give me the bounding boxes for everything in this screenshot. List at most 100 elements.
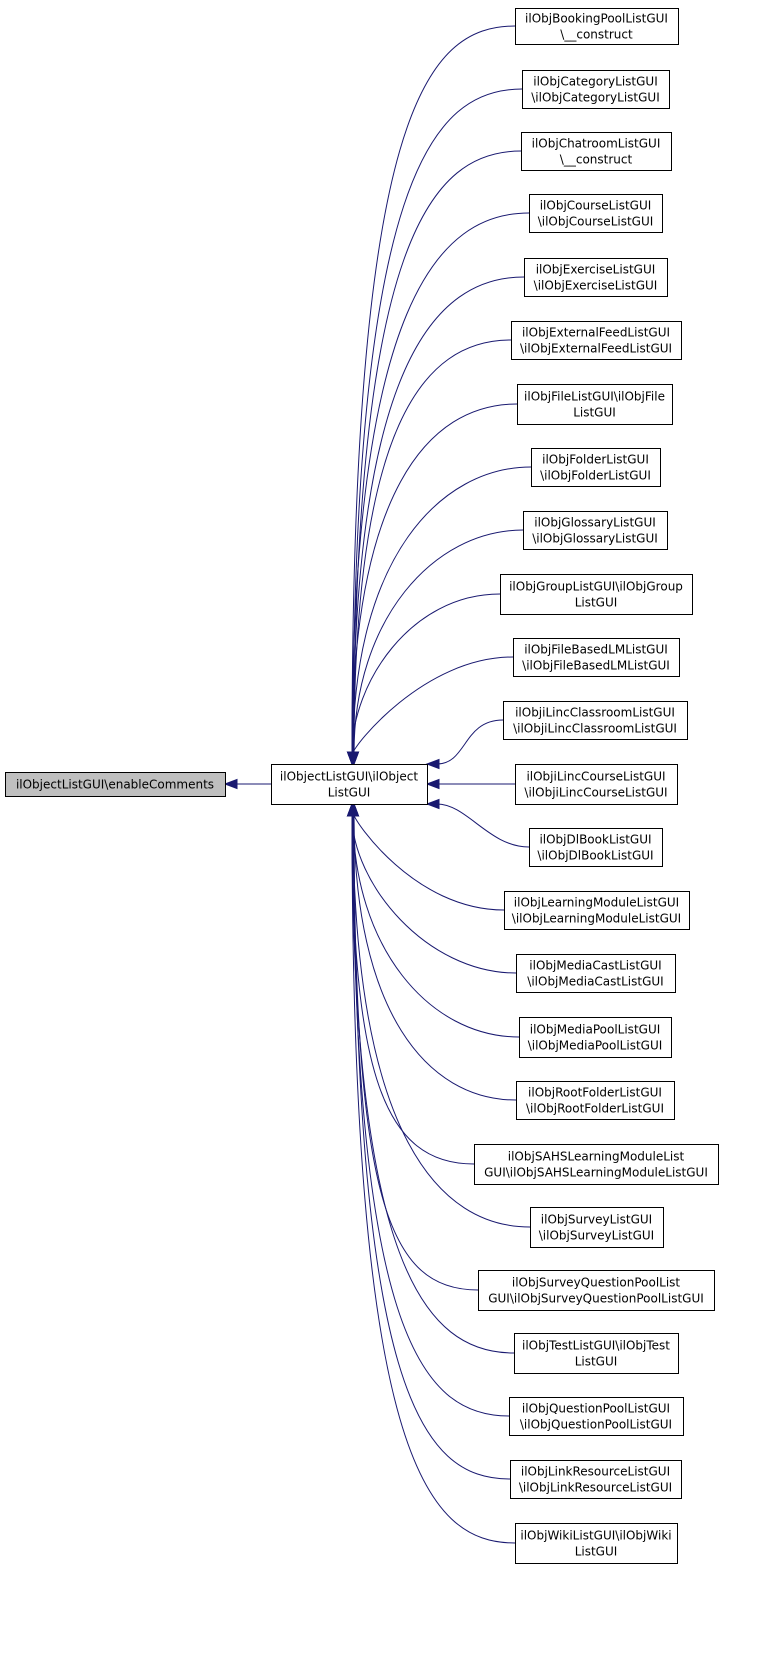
node-object-list-gui[interactable]: ilObjectListGUI\ilObjectListGUI — [271, 764, 428, 805]
node-box — [5, 772, 226, 797]
node-box — [478, 1270, 715, 1311]
node-ilinc-classroom[interactable]: ilObjiLincClassroomListGUI\ilObjiLincCla… — [503, 701, 688, 740]
edge-external-feed — [353, 339, 512, 754]
node-label-line: ListGUI — [328, 786, 371, 800]
node-label-line: \ilObjFolderListGUI — [540, 469, 651, 483]
node-test[interactable]: ilObjTestListGUI\ilObjTestListGUI — [514, 1333, 679, 1374]
edge-media-cast — [351, 814, 517, 974]
node-link-resource[interactable]: ilObjLinkResourceListGUI\ilObjLinkResour… — [510, 1460, 682, 1499]
node-label-line: ilObjSAHSLearningModuleList — [508, 1150, 685, 1164]
node-survey[interactable]: ilObjSurveyListGUI\ilObjSurveyListGUI — [530, 1207, 664, 1248]
node-box — [515, 1523, 678, 1564]
node-label-line: \ilObjCategoryListGUI — [531, 91, 660, 105]
edge-ilinc-classroom — [436, 719, 504, 765]
node-box — [529, 828, 663, 867]
node-label-line: ilObjGroupListGUI\ilObjGroup — [509, 580, 683, 594]
edge-category — [352, 88, 523, 754]
node-box — [510, 1460, 682, 1499]
node-sahs-learning-module[interactable]: ilObjSAHSLearningModuleListGUI\ilObjSAHS… — [474, 1144, 719, 1185]
node-box — [516, 1081, 675, 1120]
node-booking-pool[interactable]: ilObjBookingPoolListGUI\__construct — [515, 8, 679, 45]
node-label-line: ilObjCourseListGUI — [540, 199, 652, 213]
node-learning-module[interactable]: ilObjLearningModuleListGUI\ilObjLearning… — [504, 891, 690, 930]
edge-folder — [352, 466, 532, 754]
node-label-line: ilObjQuestionPoolListGUI — [522, 1402, 670, 1416]
node-glossary[interactable]: ilObjGlossaryListGUI\ilObjGlossaryListGU… — [523, 511, 668, 550]
node-box — [271, 764, 428, 805]
node-label-line: ilObjSurveyQuestionPoolList — [512, 1276, 681, 1290]
node-label-line: \ilObjLearningModuleListGUI — [512, 912, 681, 926]
node-label-line: ilObjMediaCastListGUI — [529, 959, 661, 973]
node-root-folder[interactable]: ilObjRootFolderListGUI\ilObjRootFolderLi… — [516, 1081, 675, 1120]
node-folder[interactable]: ilObjFolderListGUI\ilObjFolderListGUI — [531, 448, 661, 487]
node-box — [516, 954, 676, 993]
node-wiki[interactable]: ilObjWikiListGUI\ilObjWikiListGUI — [515, 1523, 678, 1564]
node-box — [511, 321, 682, 360]
node-label-line: ilObjectListGUI\ilObject — [280, 770, 418, 784]
edge-glossary — [353, 529, 524, 754]
node-label-line: ListGUI — [573, 406, 616, 420]
edge-booking-pool — [351, 25, 516, 754]
node-external-feed[interactable]: ilObjExternalFeedListGUI\ilObjExternalFe… — [511, 321, 682, 360]
node-label-line: ilObjExerciseListGUI — [536, 263, 656, 277]
node-label-line: ListGUI — [575, 1545, 618, 1559]
node-box — [531, 448, 661, 487]
node-label-line: \__construct — [560, 28, 633, 42]
node-file[interactable]: ilObjFileListGUI\ilObjFileListGUI — [517, 384, 673, 425]
node-label-line: \ilObjDlBookListGUI — [537, 849, 653, 863]
node-chatroom[interactable]: ilObjChatroomListGUI\__construct — [521, 132, 672, 171]
node-box — [504, 891, 690, 930]
graph-nodes: ilObjectListGUI\enableComments ilObjectLi… — [5, 8, 719, 1564]
node-label-line: \ilObjSurveyListGUI — [539, 1229, 654, 1243]
arrowhead-wiki — [346, 802, 358, 817]
node-question-pool[interactable]: ilObjQuestionPoolListGUI \ilObjQuestionPo… — [509, 1397, 684, 1436]
node-label-line: \ilObjQuestionPoolListGUI — [520, 1418, 672, 1432]
node-label-line: \ilObjGlossaryListGUI — [532, 532, 658, 546]
node-label-line: ilObjFileListGUI\ilObjFile — [524, 390, 665, 404]
arrowhead-ilinc-classroom — [425, 758, 440, 770]
edge-dl-book — [436, 803, 530, 848]
node-label-line: ilObjWikiListGUI\ilObjWiki — [520, 1529, 671, 1543]
node-media-cast[interactable]: ilObjMediaCastListGUI \ilObjMediaCastList… — [516, 954, 676, 993]
node-ilinc-course[interactable]: ilObjiLincCourseListGUI\ilObjiLincCourse… — [515, 764, 678, 805]
node-dl-book[interactable]: ilObjDlBookListGUI\ilObjDlBookListGUI — [529, 828, 663, 867]
node-label-line: ilObjFileBasedLMListGUI — [524, 643, 668, 657]
node-box — [509, 1397, 684, 1436]
arrowhead-ilinc-course — [425, 778, 440, 790]
node-label-line: ilObjectListGUI\enableComments — [16, 778, 214, 792]
node-label-line: \ilObjExternalFeedListGUI — [520, 342, 672, 356]
node-group[interactable]: ilObjGroupListGUI\ilObjGroupListGUI — [500, 574, 693, 615]
node-category[interactable]: ilObjCategoryListGUI\ilObjCategoryListGU… — [522, 70, 670, 109]
node-survey-question-pool[interactable]: ilObjSurveyQuestionPoolListGUI\ilObjSurv… — [478, 1270, 715, 1311]
node-box — [500, 574, 693, 615]
node-box — [503, 701, 688, 740]
arrowhead-file-based-lm — [347, 751, 359, 766]
edge-question-pool — [352, 814, 510, 1417]
node-box — [474, 1144, 719, 1185]
node-box — [515, 764, 678, 805]
node-label-line: ListGUI — [575, 596, 618, 610]
node-box — [521, 132, 672, 171]
edge-link-resource — [353, 814, 511, 1480]
node-box — [519, 1017, 672, 1058]
node-label-line: ilObjiLincClassroomListGUI — [515, 706, 675, 720]
node-enable-comments[interactable]: ilObjectListGUI\enableComments — [5, 772, 226, 797]
edge-survey — [352, 814, 531, 1228]
node-media-pool[interactable]: ilObjMediaPoolListGUI\ilObjMediaPoolList… — [519, 1017, 672, 1058]
arrowhead-dl-book — [425, 798, 440, 810]
node-label-line: \ilObjFileBasedLMListGUI — [522, 659, 670, 673]
node-label-line: ilObjTestListGUI\ilObjTest — [522, 1339, 670, 1353]
node-label-line: \ilObjMediaPoolListGUI — [528, 1039, 663, 1053]
node-file-based-lm[interactable]: ilObjFileBasedLMListGUI \ilObjFileBasedLM… — [513, 638, 680, 677]
edge-media-pool — [352, 814, 520, 1038]
node-box — [523, 511, 668, 550]
node-label-line: ilObjiLincCourseListGUI — [526, 770, 665, 784]
node-label-line: ilObjRootFolderListGUI — [528, 1086, 662, 1100]
node-box — [524, 258, 668, 297]
graph-edges — [223, 25, 532, 1544]
node-label-line: \ilObjMediaCastListGUI — [527, 975, 663, 989]
edge-sahs-learning-module — [351, 814, 475, 1165]
edge-root-folder — [353, 814, 517, 1101]
node-exercise[interactable]: ilObjExerciseListGUI\ilObjExerciseListGU… — [524, 258, 668, 297]
node-course[interactable]: ilObjCourseListGUI\ilObjCourseListGUI — [529, 194, 663, 233]
